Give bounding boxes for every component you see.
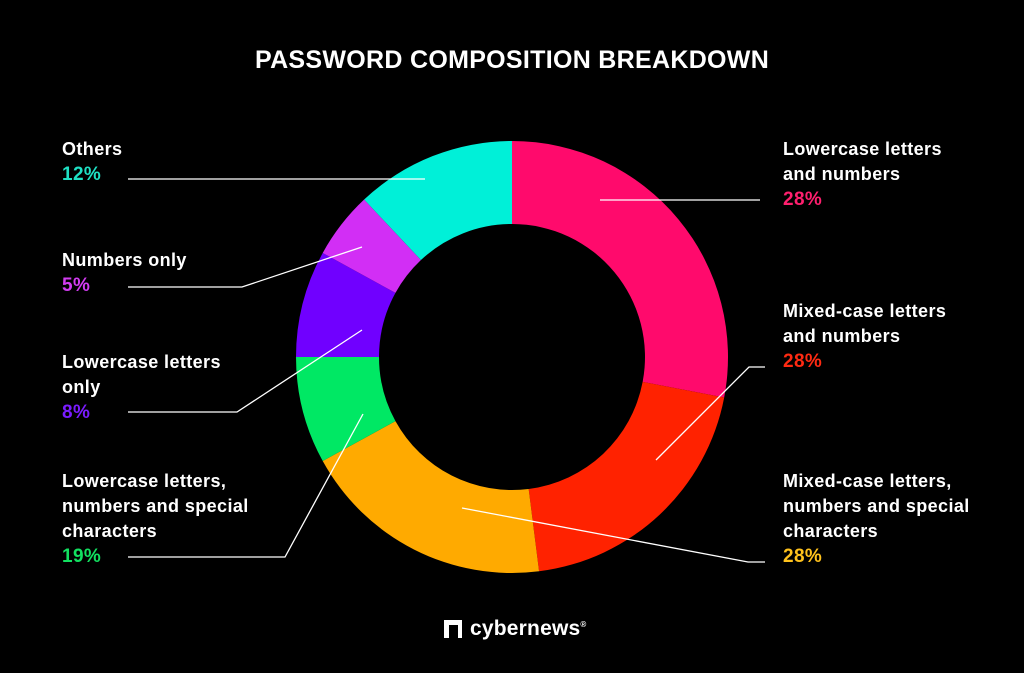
slice-mixed-case-letters-numbers-and-special-characters: [322, 421, 540, 573]
label-text: characters: [783, 521, 879, 541]
label-lowercase-only: Lowercase letters only 8%: [62, 350, 221, 425]
label-lowercase-numbers: Lowercase letters and numbers 28%: [783, 137, 942, 212]
slice-lowercase-letters-and-numbers: [512, 141, 729, 398]
leader-lines: [128, 178, 765, 563]
chart-title: PASSWORD COMPOSITION BREAKDOWN: [254, 46, 770, 74]
slice-mixed-case-letters-and-numbers: [528, 381, 725, 572]
label-pct: 12%: [62, 164, 102, 185]
cybernews-logo: cybernews®: [444, 617, 586, 641]
label-lowercase-numbers-special: Lowercase letters, numbers and special c…: [62, 469, 249, 569]
label-pct: 28%: [783, 351, 823, 372]
slice-numbers-only: [322, 199, 421, 293]
label-text: Lowercase letters: [783, 139, 942, 159]
leader-line-lower-only: [128, 329, 363, 413]
label-numbers-only: Numbers only 5%: [62, 248, 187, 298]
slice-lowercase-letters-only: [296, 252, 396, 357]
label-pct: 8%: [62, 402, 91, 423]
label-text: Lowercase letters: [62, 352, 221, 372]
label-text: Mixed-case letters: [783, 301, 947, 321]
slice-lowercase-letters-numbers-and-special-characters: [296, 357, 396, 462]
leader-line-mixed-num: [655, 366, 765, 461]
label-pct: 19%: [62, 546, 102, 567]
cybernews-logo-icon: [444, 620, 462, 638]
label-text: Others: [62, 139, 123, 159]
label-mixed-numbers: Mixed-case letters and numbers 28%: [783, 299, 946, 374]
label-text: numbers and special: [783, 496, 970, 516]
label-text: and numbers: [783, 326, 901, 346]
slice-others: [364, 141, 512, 261]
label-pct: 28%: [783, 546, 823, 567]
label-text: numbers and special: [62, 496, 249, 516]
leader-line-lower-num-special: [128, 413, 364, 558]
leader-line-numbers: [128, 246, 363, 288]
label-others: Others 12%: [62, 137, 122, 187]
label-text: Mixed-case letters,: [783, 471, 952, 491]
label-text: Numbers only: [62, 250, 187, 270]
label-text: Lowercase letters,: [62, 471, 227, 491]
label-pct: 5%: [62, 275, 91, 296]
label-mixed-numbers-special: Mixed-case letters, numbers and special …: [783, 469, 970, 569]
brand-name: cybernews®: [470, 617, 587, 640]
leader-line-mixed-num-special: [461, 507, 765, 563]
brand-text: cybernews: [470, 617, 581, 640]
label-text: and numbers: [783, 164, 901, 184]
label-text: only: [62, 377, 101, 397]
label-pct: 28%: [783, 189, 823, 210]
label-text: characters: [62, 521, 158, 541]
